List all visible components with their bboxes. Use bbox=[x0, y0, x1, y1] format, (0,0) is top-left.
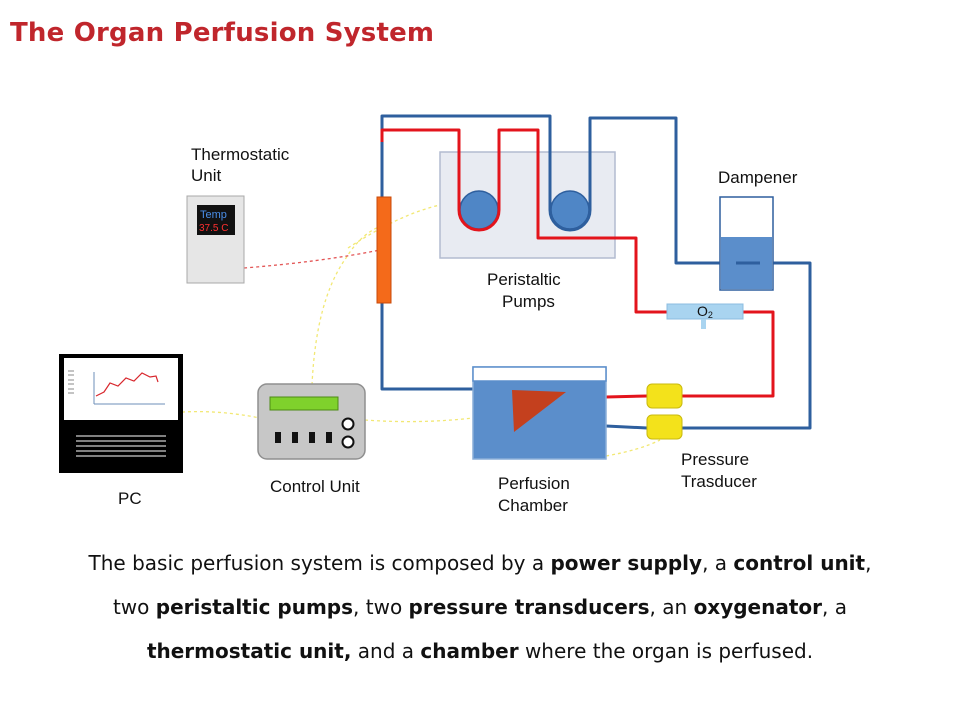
control-unit-knob-bottom bbox=[341, 435, 355, 449]
perfusion-diagram: Temp 37.5 C Thermostatic Unit Dampener O… bbox=[59, 114, 812, 515]
pc-keyboard bbox=[76, 435, 166, 457]
caption-bold-term: pressure transducers bbox=[408, 595, 650, 619]
caption-text: and a bbox=[351, 639, 421, 663]
thermostatic-unit-label-1: Thermostatic bbox=[191, 145, 290, 164]
dampener: Dampener bbox=[718, 168, 798, 291]
thermostatic-unit: Temp 37.5 C Thermostatic Unit bbox=[186, 145, 290, 284]
pressure-transducer-label-1: Pressure bbox=[681, 450, 749, 469]
pc-screen bbox=[64, 358, 178, 420]
wire-pc-to-control-unit bbox=[181, 410, 261, 419]
caption-text: , an bbox=[649, 595, 694, 619]
venous-pump-loop bbox=[548, 116, 736, 265]
control-unit-key-2 bbox=[292, 432, 298, 443]
pressure-transducer-arterial bbox=[646, 383, 683, 409]
control-unit: Control Unit bbox=[257, 383, 366, 496]
page-title: The Organ Perfusion System bbox=[10, 18, 435, 48]
wire-thermostat-to-heater bbox=[243, 249, 381, 269]
oxygenator-port bbox=[701, 319, 706, 329]
control-unit-label: Control Unit bbox=[270, 477, 360, 496]
caption-text: , a bbox=[822, 595, 848, 619]
caption-text: The basic perfusion system is composed b… bbox=[88, 551, 551, 575]
peristaltic-pumps-label-1: Peristaltic bbox=[487, 270, 561, 289]
thermostat-display-value: 37.5 C bbox=[199, 223, 228, 234]
pressure-transducer-venous bbox=[646, 414, 683, 440]
caption-bold-term: thermostatic unit, bbox=[146, 639, 352, 663]
organ-icon bbox=[512, 390, 566, 432]
caption-bold-term: oxygenator bbox=[693, 595, 823, 619]
caption-bold-term: peristaltic pumps bbox=[155, 595, 354, 619]
caption-line-3: thermostatic unit, and a chamber where t… bbox=[20, 639, 940, 663]
oxygenator: O2 bbox=[666, 303, 744, 329]
caption-line-1: The basic perfusion system is composed b… bbox=[20, 551, 940, 575]
control-unit-knob-top bbox=[341, 417, 355, 431]
control-unit-key-3 bbox=[309, 432, 315, 443]
peristaltic-pumps-label-2: Pumps bbox=[502, 292, 555, 311]
dampener-label: Dampener bbox=[718, 168, 798, 187]
control-unit-key-1 bbox=[275, 432, 281, 443]
oxygenator-label: O2 bbox=[697, 303, 713, 320]
chamber-lid bbox=[472, 366, 607, 382]
caption-text: where the organ is perfused. bbox=[518, 639, 814, 663]
pc: PC bbox=[59, 354, 183, 508]
venous-return-line bbox=[380, 114, 552, 391]
caption-line-2: two peristaltic pumps, two pressure tran… bbox=[20, 595, 940, 619]
perfusion-chamber-label-1: Perfusion bbox=[498, 474, 570, 493]
control-unit-key-4 bbox=[326, 432, 332, 443]
caption-text: , a bbox=[702, 551, 734, 575]
caption-bold-term: chamber bbox=[420, 639, 519, 663]
wire-control-unit-to-pumps bbox=[347, 204, 441, 249]
signal-wires bbox=[181, 204, 661, 457]
perfusion-chamber: Perfusion Chamber bbox=[472, 366, 607, 515]
arterial-oxygenated-line bbox=[682, 310, 775, 398]
pc-label: PC bbox=[118, 489, 142, 508]
caption-bold-term: power supply bbox=[550, 551, 703, 575]
wire-control-unit-to-heater bbox=[311, 224, 385, 386]
arterial-pump-loop bbox=[380, 128, 667, 314]
caption-bold-term: control unit bbox=[733, 551, 866, 575]
pc-screen-text bbox=[68, 370, 74, 394]
pressure-transducers: Pressure Trasducer bbox=[646, 383, 757, 491]
heat-exchanger bbox=[376, 196, 392, 304]
caption-text: , bbox=[865, 551, 872, 575]
thermostat-display-temp: Temp bbox=[200, 209, 227, 221]
wire-control-unit-to-chamber bbox=[364, 417, 474, 423]
caption-text: two bbox=[112, 595, 156, 619]
caption-text: , two bbox=[353, 595, 409, 619]
pc-screen-chart bbox=[93, 372, 165, 405]
perfusion-chamber-label-2: Chamber bbox=[498, 496, 568, 515]
pc-screen-trace bbox=[95, 372, 159, 397]
control-unit-display bbox=[269, 396, 339, 411]
thermostat-display bbox=[197, 205, 235, 235]
chamber-body bbox=[472, 366, 607, 460]
wire-chamber-to-transducer bbox=[605, 439, 661, 457]
pressure-transducer-label-2: Trasducer bbox=[681, 472, 757, 491]
venous-outflow-line bbox=[682, 261, 812, 430]
thermostatic-unit-label-2: Unit bbox=[191, 166, 222, 185]
